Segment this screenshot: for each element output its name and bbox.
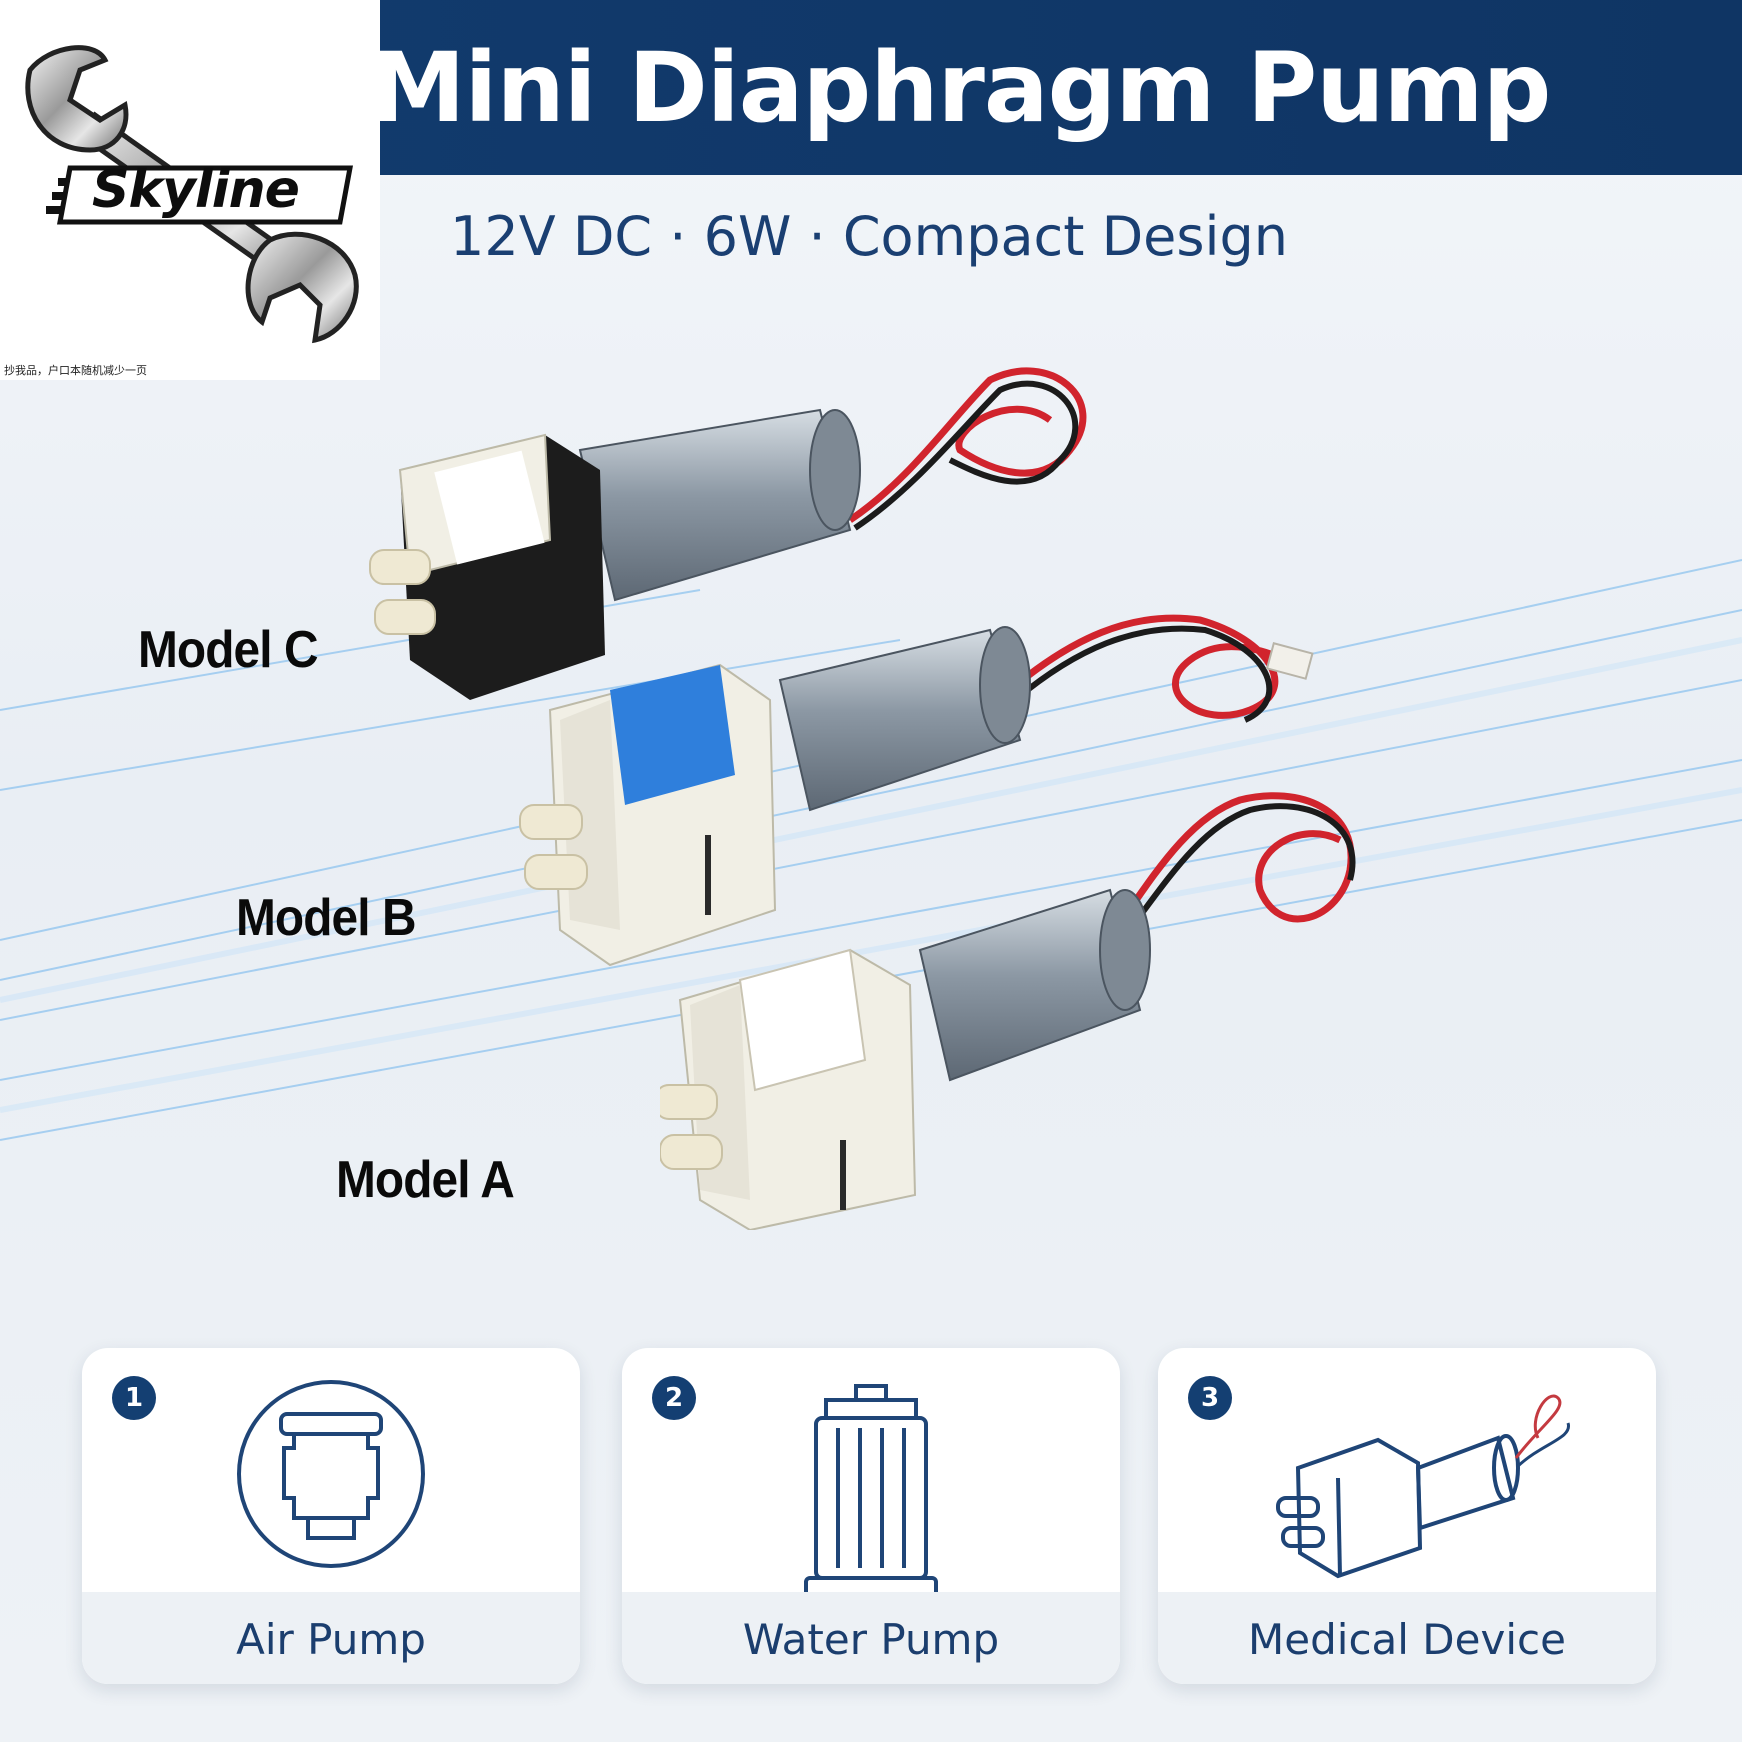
model-b-label: Model B — [236, 889, 417, 947]
card-footer — [1158, 1592, 1656, 1684]
brand-logo: Skyline 抄我品，户口本随机减少一页 — [0, 0, 380, 380]
medical-device-icon — [1276, 1394, 1570, 1579]
application-card-medical-device: 3 Medical Device — [1158, 1348, 1656, 1684]
pump-model-b — [519, 614, 1314, 967]
wrench-icon — [25, 45, 359, 344]
logo-note: 抄我品，户口本随机减少一页 — [4, 364, 147, 377]
model-a-label: Model A — [336, 1151, 515, 1209]
pump-model-a — [660, 792, 1356, 1230]
card-label: Air Pump — [236, 1615, 426, 1664]
application-card-water-pump: 2 Water Pump — [622, 1348, 1120, 1684]
card-label: Medical Device — [1248, 1615, 1566, 1664]
model-c-label: Model C — [138, 621, 319, 679]
brand-wordmark: Skyline — [92, 160, 300, 220]
air-pump-icon — [237, 1380, 425, 1568]
card-number: 2 — [652, 1376, 696, 1420]
card-label: Water Pump — [742, 1615, 1000, 1664]
page-subtitle: 12V DC · 6W · Compact Design — [450, 205, 1289, 268]
card-number: 1 — [112, 1376, 156, 1420]
pump-model-c — [369, 367, 1087, 700]
card-footer — [622, 1592, 1120, 1684]
page-title: Mini Diaphragm Pump — [370, 32, 1551, 144]
card-number: 3 — [1188, 1376, 1232, 1420]
card-footer — [82, 1592, 580, 1684]
application-card-air-pump: 1 Air Pump — [82, 1348, 580, 1684]
